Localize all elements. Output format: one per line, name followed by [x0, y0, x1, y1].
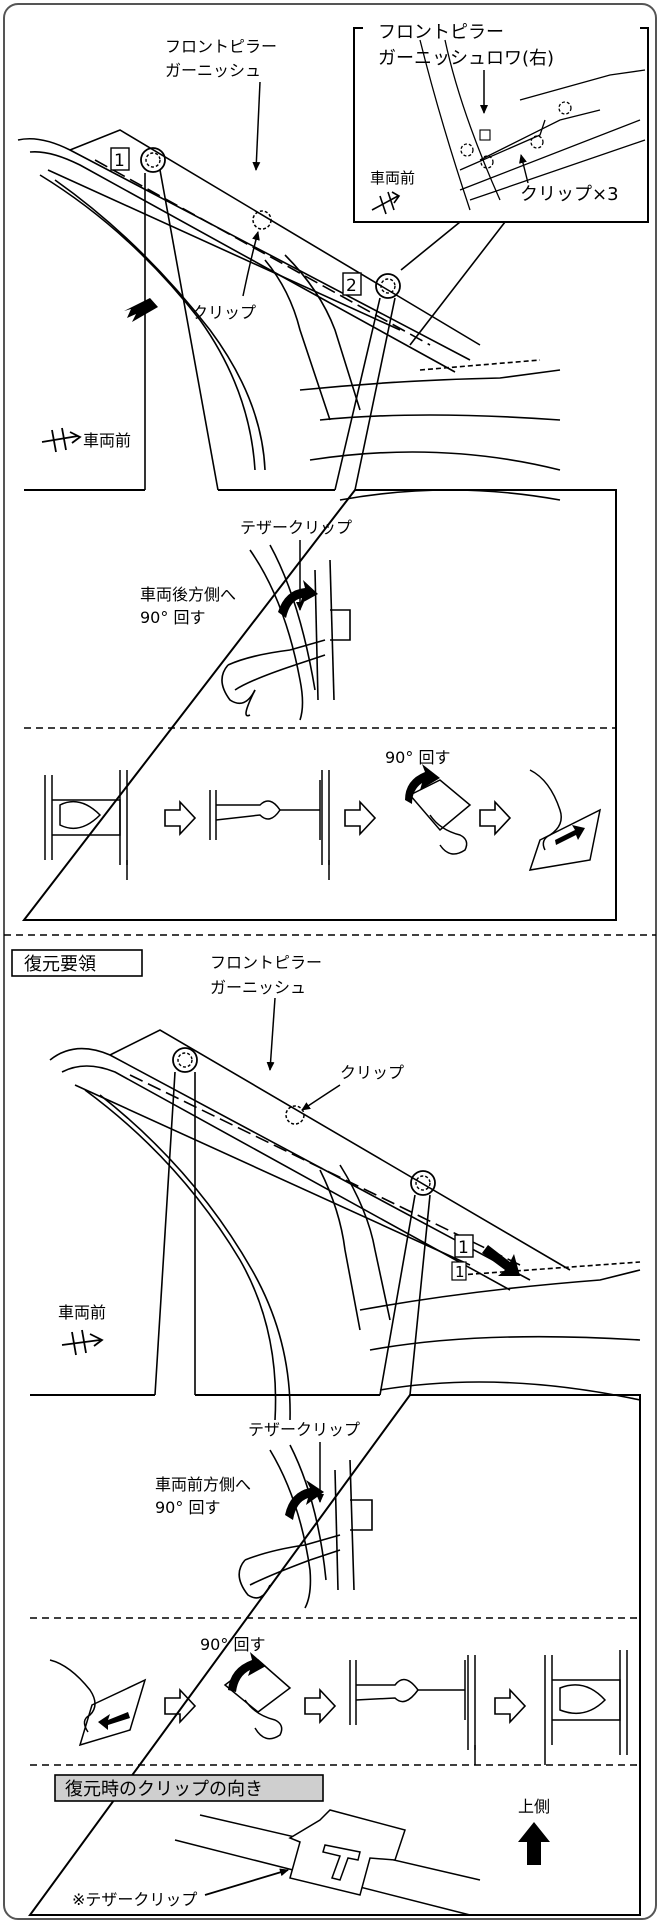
restore-clip-leader [301, 1084, 341, 1111]
restore-pliers-icon [238, 1444, 373, 1609]
restore-vehicle-front-label: 車両前 [58, 1303, 106, 1322]
clip-leader-arrow [242, 231, 260, 297]
inset-box: フロントピラー ガーニッシュロワ(右) 車両前 クリップ×3 [353, 22, 649, 223]
up-side-label: 上側 [518, 1797, 550, 1816]
restore-vehicle-front-icon [61, 1329, 104, 1356]
orientation-note: ※テザークリップ [72, 1890, 197, 1909]
step3-rotate-arrow [405, 764, 440, 804]
rotate-dir-line1: 車両後方側へ [140, 585, 236, 604]
orientation-heading-box [54, 1774, 324, 1802]
pliers-icon [221, 544, 351, 721]
clip-circle-2 [375, 273, 401, 299]
orientation-heading: 復元時のクリップの向き [65, 1779, 263, 1800]
marker-2-label: 2 [346, 276, 357, 296]
restore-marker-1b: 1 [455, 1263, 465, 1281]
pillar-label-line1: フロントピラー [165, 37, 277, 56]
restore-detail-box: テザークリップ 車両前方側へ 90° 回す [28, 1394, 641, 1916]
restore-pillar-drawing [49, 1029, 641, 1421]
inset-front-icon [371, 191, 401, 215]
step-arrows [164, 799, 512, 837]
restore-step-arrows [164, 1687, 527, 1725]
vehicle-front-label: 車両前 [83, 431, 131, 450]
restore-clip-markers: 1 1 [172, 1047, 474, 1281]
up-arrow-icon [518, 1822, 550, 1865]
restore-pillar-label-line2: ガーニッシュ [210, 978, 306, 997]
top-callout-lines [144, 169, 506, 491]
clip-circle-1 [140, 147, 166, 173]
top-detail-box: テザークリップ 車両後方側へ 90° 回す [21, 489, 617, 921]
svg-text:復元要領: 復元要領 [24, 954, 96, 975]
restore-step-rotate-label: 90° 回す [200, 1635, 265, 1654]
restore-marker-1: 1 [458, 1238, 469, 1258]
vehicle-front-icon [41, 427, 82, 453]
note-leader-arrow [204, 1868, 289, 1896]
rotate-arrow [278, 580, 318, 618]
inset-front-label: 車両前 [370, 169, 415, 187]
restore-pillar-label-line1: フロントピラー [210, 953, 322, 972]
restore-rotate-arrow [285, 1480, 324, 1520]
step4-push-arrow [555, 825, 585, 845]
removal-steps [44, 769, 602, 880]
orientation-drawing [174, 1809, 481, 1916]
restore-step1-push-arrow [98, 1712, 130, 1730]
restore-rotate-dir-line2: 90° 回す [155, 1498, 220, 1517]
pillar-label-line2: ガーニッシュ [165, 61, 261, 80]
step-rotate-label: 90° 回す [385, 748, 450, 767]
restore-tether-clip-label: テザークリップ [248, 1420, 360, 1439]
marker-1-label: 1 [114, 151, 125, 171]
outer-frame [3, 3, 657, 1920]
rotate-dir-line2: 90° 回す [140, 608, 205, 627]
restore-rotate-dir-line1: 車両前方側へ [155, 1475, 251, 1494]
restore-heading-box: 復元要領 [11, 949, 143, 977]
pillar-leader-arrow [252, 81, 261, 171]
restore-clip-label: クリップ [340, 1063, 404, 1082]
inset-label-line1: フロントピラー [378, 22, 504, 43]
top-clip-markers: 1 2 [110, 147, 401, 299]
restore-step2-rotate-arrow [228, 1652, 266, 1692]
restore-steps [49, 1650, 628, 1765]
clip-label: クリップ [192, 303, 256, 322]
removal-direction-arrow [124, 298, 158, 322]
hidden-clip [252, 210, 272, 230]
restore-callout-lines [154, 1071, 431, 1396]
inset-label-line2: ガーニッシュロワ(右) [378, 48, 554, 69]
inset-clips-label: クリップ×3 [520, 184, 619, 205]
restore-direction-arrow [482, 1245, 520, 1276]
tether-clip-label: テザークリップ [240, 518, 352, 537]
restore-pillar-leader [266, 997, 276, 1071]
